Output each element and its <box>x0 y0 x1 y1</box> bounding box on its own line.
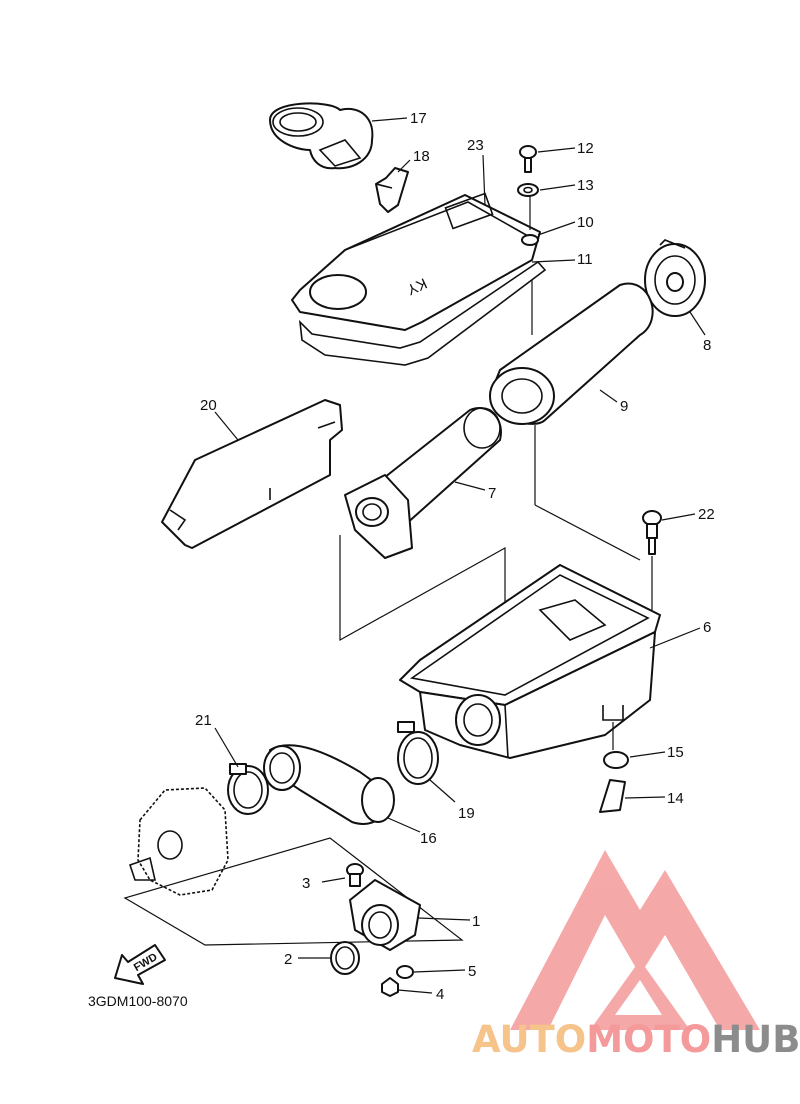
callout-23: 23 <box>467 137 484 154</box>
callout-4: 4 <box>436 986 444 1003</box>
watermark-hub: HUB <box>711 1018 800 1061</box>
carburetor-outline <box>128 787 229 896</box>
part-18-elbow-hose <box>375 167 409 213</box>
callout-labels: 17 18 23 12 13 10 11 8 9 20 7 22 6 21 15… <box>195 110 715 1003</box>
part-12-screw <box>519 145 537 173</box>
part-3-bolt <box>346 863 364 887</box>
callout-7: 7 <box>488 485 496 502</box>
callout-3: 3 <box>302 875 310 892</box>
part-13-washer <box>517 183 539 197</box>
part-17-intake-duct <box>269 102 374 170</box>
watermark-auto: AUTO <box>472 1018 586 1061</box>
callout-15: 15 <box>667 744 684 761</box>
part-8-end-cap <box>644 239 706 317</box>
callout-18: 18 <box>413 148 430 165</box>
callout-14: 14 <box>667 790 684 807</box>
callout-11: 11 <box>577 251 593 268</box>
part-6-airbox-case <box>399 564 661 759</box>
callout-10: 10 <box>577 214 594 231</box>
part-16-joint-hose <box>263 744 395 825</box>
tray-mark: KY <box>404 274 429 298</box>
callout-17: 17 <box>410 110 427 127</box>
watermark-moto: MOTO <box>586 1018 711 1061</box>
part-14-drain-plug <box>599 779 626 813</box>
watermark-logo: AUTOMOTOHUB <box>472 850 800 1061</box>
part-4-nut <box>381 977 399 997</box>
callout-22: 22 <box>698 506 715 523</box>
fwd-arrow: FWD <box>114 944 166 985</box>
part-20-side-cover <box>161 399 343 549</box>
part-21-hose-clamp <box>227 763 269 815</box>
part-10-grommet <box>521 234 539 246</box>
part-15-clip <box>603 751 629 769</box>
callout-6: 6 <box>703 619 711 636</box>
callout-13: 13 <box>577 177 594 194</box>
part-2-o-ring <box>330 941 360 975</box>
part-19-hose-clamp <box>397 721 439 785</box>
callout-8: 8 <box>703 337 711 354</box>
part-5-washer <box>396 965 414 979</box>
watermark-text: AUTOMOTOHUB <box>472 1018 800 1061</box>
callout-9: 9 <box>620 398 628 415</box>
watermark-triangle-icon <box>510 850 760 1030</box>
part-11-gasket <box>298 260 547 366</box>
callout-1: 1 <box>472 913 480 930</box>
callout-19: 19 <box>458 805 475 822</box>
callout-20: 20 <box>200 397 217 414</box>
part-9-filter-element <box>489 282 654 425</box>
callout-5: 5 <box>468 963 476 980</box>
callout-16: 16 <box>420 830 437 847</box>
callout-2: 2 <box>284 951 292 968</box>
drawing-code: 3GDM100-8070 <box>88 993 188 1009</box>
part-1-carburetor-joint <box>349 879 421 951</box>
part-7-filter-guide <box>344 407 502 559</box>
part-22-bolt <box>642 510 662 555</box>
part-23-airbox-cover: KY <box>291 192 541 331</box>
callout-21: 21 <box>195 712 212 729</box>
callout-12: 12 <box>577 140 594 157</box>
